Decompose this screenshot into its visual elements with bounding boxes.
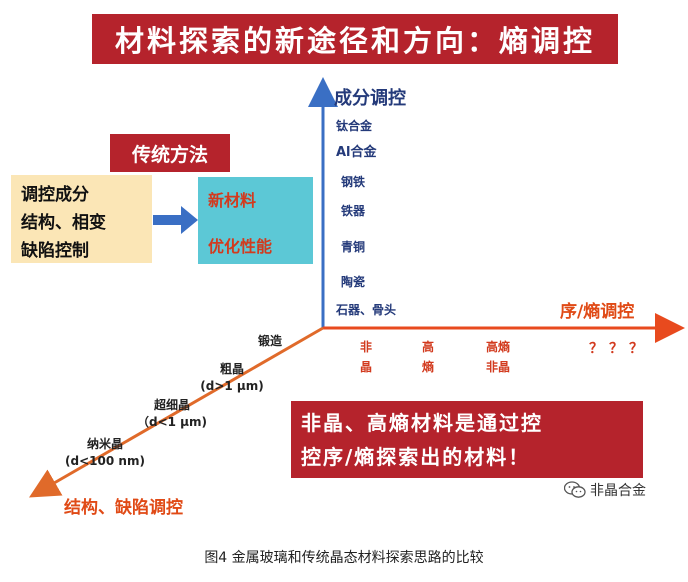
- x-axis-item: 高 熵: [421, 340, 434, 374]
- figure-caption: 图4 金属玻璃和传统晶态材料探索思路的比较: [204, 550, 484, 566]
- trad-line: 结构、相变: [21, 213, 106, 233]
- traditional-method-label: 传统方法: [110, 134, 230, 172]
- title-banner: 材料探索的新途径和方向：熵调控: [92, 14, 618, 64]
- new-material-box: 新材料 优化性能: [198, 177, 313, 264]
- conclusion-line: 控序/熵探索出的材料！: [301, 445, 531, 469]
- diag-axis-item: 锻造: [258, 334, 283, 348]
- y-axis-item: 陶瓷: [341, 275, 366, 289]
- title-text: 材料探索的新途径和方向：熵调控: [114, 24, 595, 58]
- unknown-marks: ？？？: [589, 341, 649, 357]
- y-axis-item: 青铜: [341, 240, 366, 254]
- conclusion-line: 非晶、高熵材料是通过控: [301, 411, 543, 435]
- optimize-performance-text: 优化性能: [208, 237, 273, 256]
- y-axis-item: 铁器: [341, 204, 366, 218]
- x-axis-item: 非 晶: [359, 340, 372, 374]
- watermark: 非晶合金: [564, 480, 646, 500]
- diag-axis-item: 超细晶 （d<1 μm): [137, 398, 207, 429]
- y-axis-item: 石器、骨头: [336, 303, 397, 317]
- diag-axis-title: 结构、缺陷调控: [64, 498, 183, 518]
- diag-axis-item: 粗晶 (d>1 μm): [200, 362, 264, 393]
- diag-axis-line: [29, 326, 324, 498]
- y-axis-item: Al合金: [336, 145, 377, 160]
- conclusion-box: 非晶、高熵材料是通过控 控序/熵探索出的材料！: [291, 401, 643, 478]
- diag-axis-item: 纳米晶 (d<100 nm): [65, 437, 145, 468]
- new-material-text: 新材料: [208, 191, 257, 210]
- x-axis-title: 序/熵调控: [560, 302, 635, 322]
- y-axis-title: 成分调控: [334, 88, 406, 109]
- watermark-text: 非晶合金: [590, 483, 646, 499]
- y-axis-item: 钛合金: [336, 119, 373, 133]
- process-arrow-icon: [153, 206, 198, 234]
- y-axis-item: 钢铁: [341, 175, 366, 189]
- trad-line: 调控成分: [21, 185, 89, 205]
- x-axis-item: 高熵 非晶: [485, 340, 510, 374]
- trad-line: 缺陷控制: [21, 241, 89, 261]
- traditional-method-box: 调控成分 结构、相变 缺陷控制: [11, 175, 152, 263]
- wechat-icon: [564, 481, 586, 498]
